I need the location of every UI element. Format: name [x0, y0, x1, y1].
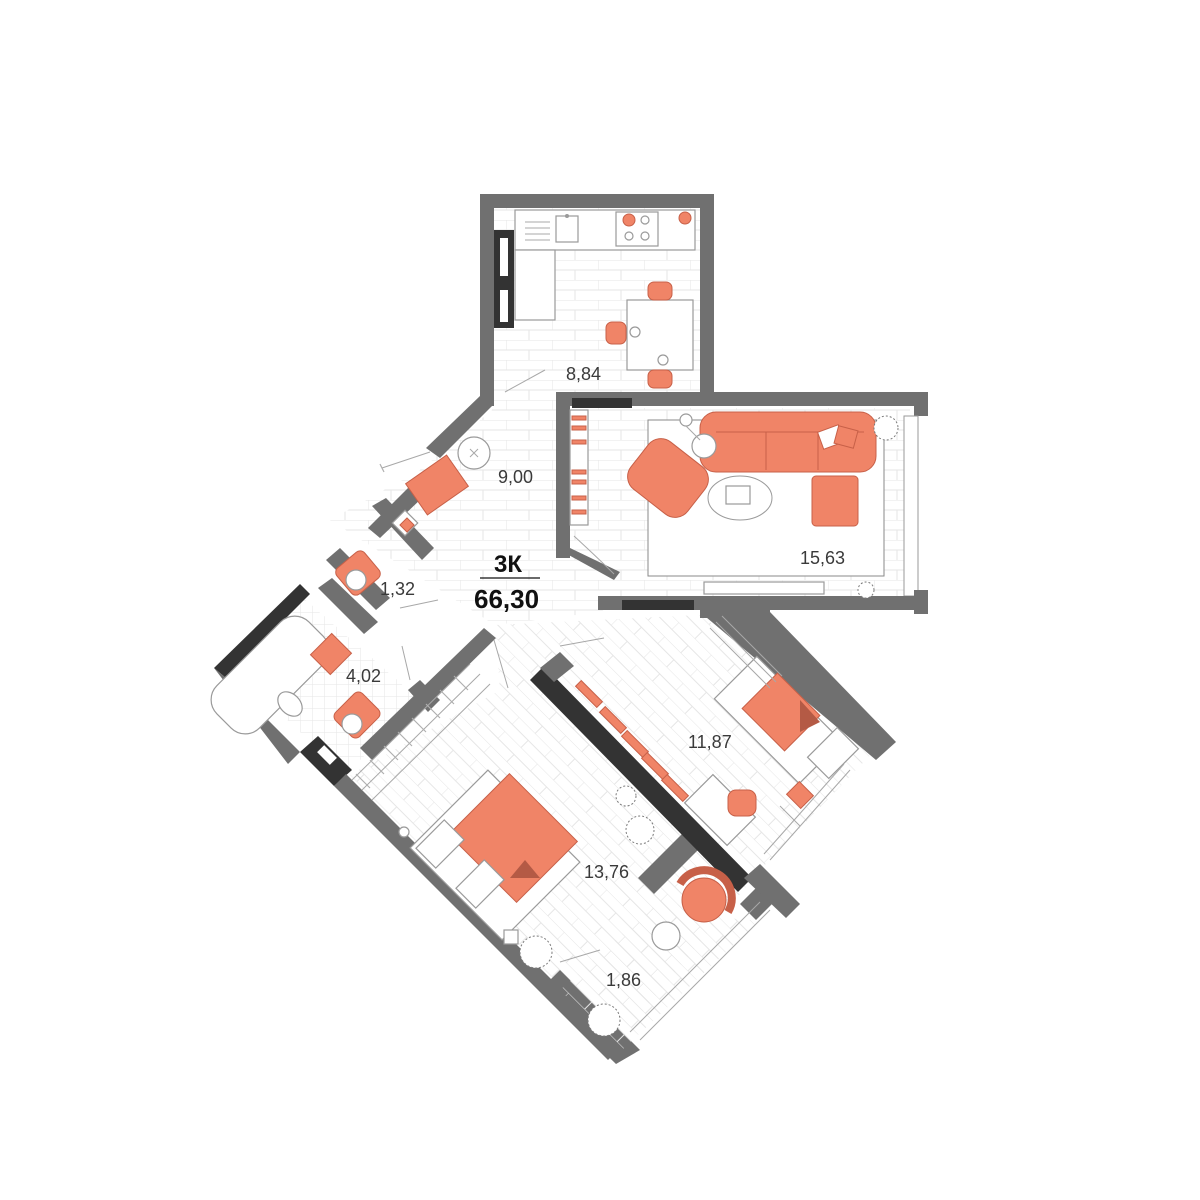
- hall: [379, 436, 491, 516]
- kitchen-area-label: 8,84: [566, 364, 601, 384]
- apartment-total-area-label: 66,30: [474, 584, 539, 614]
- room-labels: 8,84 9,00 15,63 1,32 4,02 11,87 13,76 1,…: [346, 364, 845, 990]
- bathroom-area-label: 4,02: [346, 666, 381, 686]
- bedroom-large-area-label: 13,76: [584, 862, 629, 882]
- hall-area-label: 9,00: [498, 467, 533, 487]
- apartment-summary: 3К 66,30: [474, 551, 540, 614]
- living-room: [569, 409, 899, 599]
- balcony: [559, 866, 771, 1052]
- kitchen: [504, 209, 696, 393]
- wc-room: [335, 509, 439, 609]
- bedroom-small-area-label: 11,87: [688, 732, 732, 752]
- bedroom-large: [351, 639, 655, 969]
- bathroom: [210, 615, 411, 739]
- apartment-type-label: 3К: [494, 551, 522, 578]
- floor-fill: [230, 206, 910, 1045]
- balcony-area-label: 1,86: [606, 970, 641, 990]
- living-area-label: 15,63: [800, 548, 845, 568]
- wc-area-label: 1,32: [380, 579, 415, 599]
- bedroom-small: [559, 615, 860, 861]
